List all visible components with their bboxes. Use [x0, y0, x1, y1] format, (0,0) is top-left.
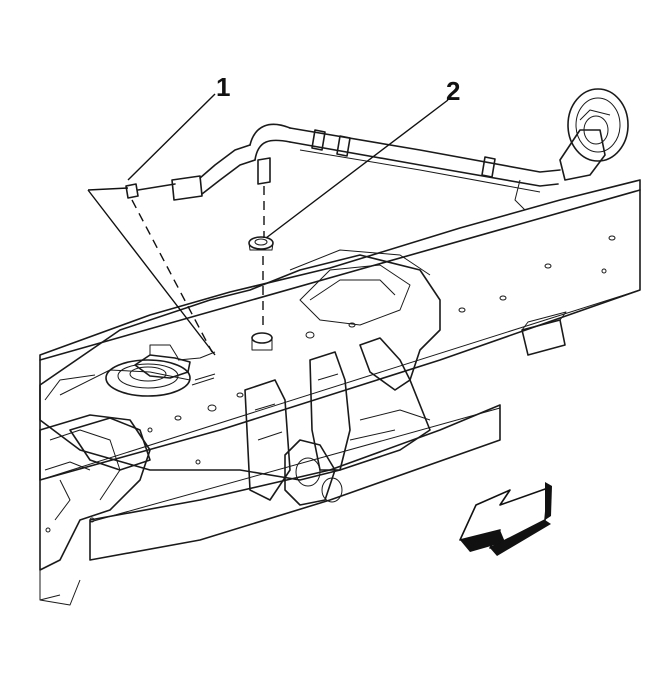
frame-rail: [39, 179, 641, 561]
assembly-line-diagonal: [131, 199, 213, 353]
tank-strap-bracket: [244, 351, 351, 506]
callout-2-leader: [265, 99, 449, 239]
fuel-tank: [39, 249, 441, 481]
front-direction-arrow-icon: [459, 482, 552, 556]
fuel-pump-module: [105, 344, 216, 397]
fuel-fill-hose-assembly: [125, 88, 629, 211]
grommet: [248, 236, 274, 251]
cross-member: [39, 414, 151, 606]
tank-fill-port: [251, 332, 273, 351]
callout-1-leader: [127, 93, 216, 181]
callout-1-label: 1: [216, 72, 230, 102]
mounting-block: [359, 311, 567, 391]
callout-2-label: 2: [446, 76, 460, 106]
callout-1-leader-lower: [87, 187, 216, 356]
